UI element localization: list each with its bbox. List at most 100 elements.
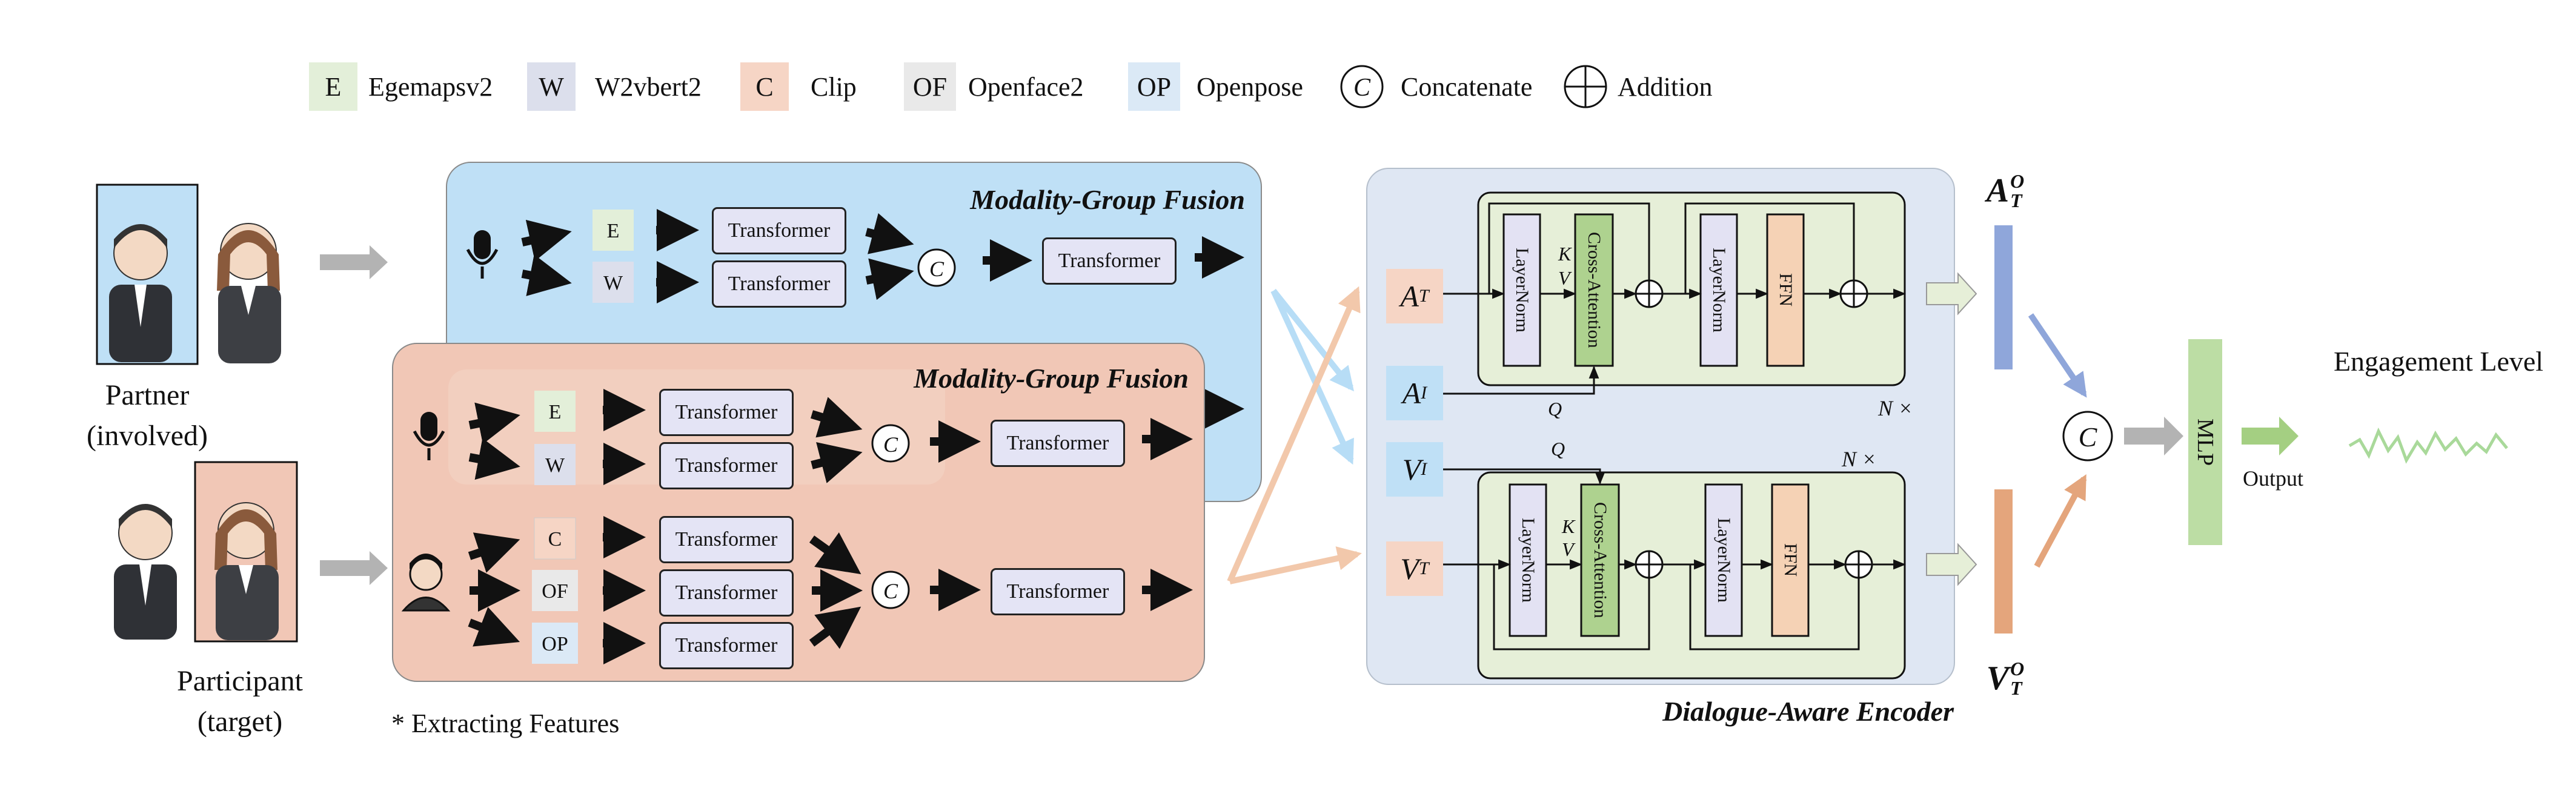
transformer-participant-of: Transformer [659,569,794,617]
tag-w-partner [593,262,634,303]
transformer-partner-fused: Transformer [1042,237,1177,285]
legend-swatch-w2vbert [527,62,576,111]
transformer-participant-e: Transformer [659,389,794,436]
tag-e-partner [593,210,634,251]
svg-text:Q: Q [1551,438,1565,460]
fusion-to-encoder-arrows [1227,286,1362,584]
bottom-layernorm-1 [1509,483,1547,637]
svg-text:C: C [929,257,944,281]
legend-code-op: OP [1137,72,1171,102]
dialogue-aware-encoder: Dialogue-Aware Encoder [1366,168,1955,727]
transformer-participant-c: Transformer [659,516,794,563]
input-v-t [1386,541,1443,596]
svg-text:C: C [883,579,898,603]
input-v-i [1386,442,1443,497]
bottom-layernorm-2 [1704,483,1743,637]
participant-label-line1: Participant [177,665,304,697]
legend: E Egemapsv2 W W2vbert2 C Clip OF Openfac… [309,62,1712,111]
transformer-participant-op: Transformer [659,622,794,669]
svg-text:N ×: N × [1877,396,1913,420]
out-arrow-a [1926,272,1977,316]
bottom-layernorm-2-label: LayerNorm [1714,518,1734,603]
partner-label-line1: Partner [105,379,190,411]
concatenate-icon [1340,65,1384,108]
people-to-fusion-arrows [320,245,388,585]
top-layernorm-2 [1699,213,1738,367]
concat-icon-visual [871,571,910,609]
transformer-partner-e: Transformer [712,207,846,254]
legend-swatch-egemaps [309,62,357,111]
top-layernorm-1-label: LayerNorm [1512,248,1532,332]
transformer-participant-w: Transformer [659,442,794,489]
partner-label-line2: (involved) [87,420,208,452]
legend-code-e: E [325,72,342,102]
bottom-layernorm-1-label: LayerNorm [1518,518,1538,603]
svg-text:V: V [1562,538,1576,560]
output-label: Output [2243,466,2303,491]
bottom-cross-attention-label: Cross-Attention [1590,502,1610,618]
concat-icon-audio [871,424,910,463]
tag-c [534,517,576,560]
svg-text:E: E [607,220,620,242]
svg-text:C: C [883,432,898,457]
svg-text:N ×: N × [1841,447,1876,471]
encoder-title: Dialogue-Aware Encoder [1662,696,1954,727]
final-concat-icon [2062,411,2113,462]
top-ffn [1766,213,1805,367]
legend-swatch-openpose [1128,62,1180,111]
top-ffn-label: FFN [1776,273,1796,307]
svg-text:OP: OP [542,633,568,655]
top-cross-attention-label: Cross-Attention [1584,232,1604,348]
bottom-cross-attention [1580,483,1620,637]
transformer-participant-audio-fused: Transformer [991,420,1125,467]
mlp-block [2188,339,2222,545]
bottom-ffn-label: FFN [1781,543,1801,577]
legend-name-openpose: Openpose [1197,72,1303,102]
legend-name-egemaps: Egemapsv2 [368,72,493,102]
person-icon [401,554,451,612]
participant-label-line2: (target) [198,706,282,738]
partner-fusion-title: Modality-Group Fusion [969,184,1245,215]
engagement-level-label: Engagement Level [2334,346,2543,377]
concatenate-symbol: C [1353,74,1371,102]
svg-text:W: W [545,454,565,477]
partner-illustration [96,184,281,365]
tag-op [532,623,578,664]
v-output-bar [1994,489,2013,634]
legend-name-addition: Addition [1618,72,1712,102]
concat-icon-partner [917,248,956,287]
top-cross-attention [1574,213,1614,367]
input-a-i [1386,366,1443,420]
legend-name-openface: Openface2 [968,72,1084,102]
legend-name-concatenate: Concatenate [1401,72,1532,102]
tag-of [532,570,578,611]
a-output-bar [1994,225,2013,369]
svg-text:V: V [1558,267,1572,289]
output-section: C Output Engagement Level [1926,225,2543,634]
svg-text:K: K [1561,515,1576,537]
bottom-ffn [1771,483,1810,637]
svg-text:OF: OF [542,580,568,603]
out-arrow-v [1926,543,1977,586]
top-layernorm-2-label: LayerNorm [1709,248,1729,332]
microphone-icon [466,230,499,279]
input-a-t [1386,269,1443,323]
participant-illustration [114,461,298,643]
svg-text:C: C [548,528,562,551]
participant-fusion-title: Modality-Group Fusion [913,363,1189,394]
legend-name-clip: Clip [811,72,857,102]
legend-swatch-clip [740,62,789,111]
legend-code-w: W [539,72,564,102]
extracting-features-note: * Extracting Features [391,709,619,738]
microphone-icon-participant [413,412,445,460]
legend-code-c: C [755,72,773,102]
legend-code-of: OF [913,72,947,102]
svg-text:E: E [549,401,562,423]
svg-text:C: C [2079,422,2098,452]
